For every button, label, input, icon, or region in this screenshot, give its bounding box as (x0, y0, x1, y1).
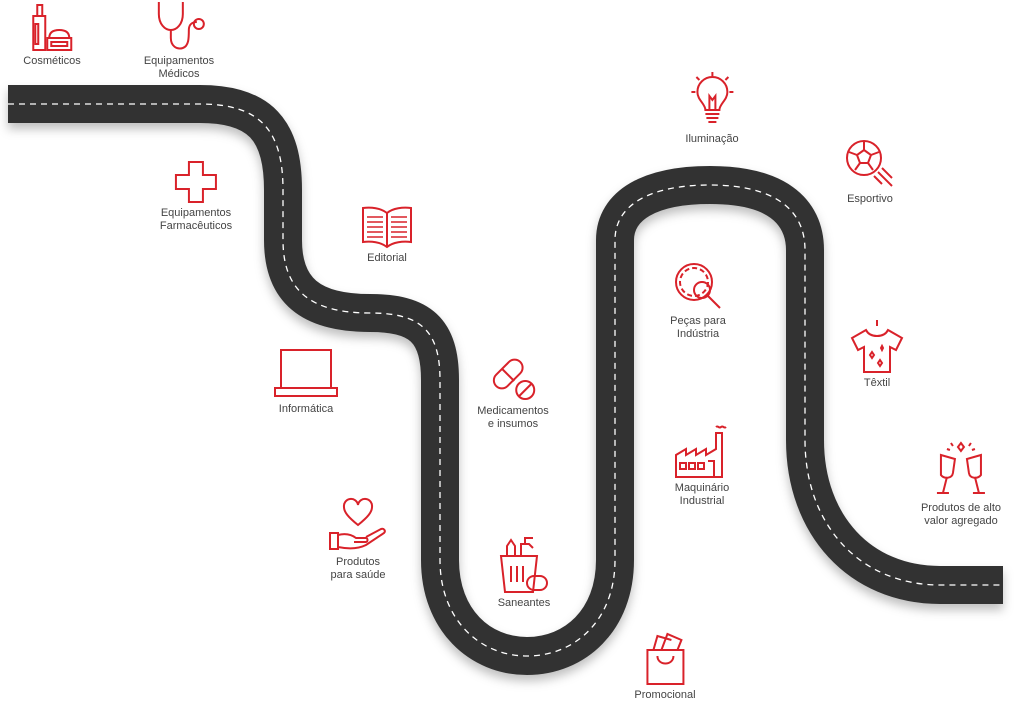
stop-esportivo: Esportivo (844, 138, 896, 206)
gear-search-icon (675, 263, 721, 309)
stop-promocional: Promocional (634, 630, 696, 702)
stop-informatica: Informática (273, 348, 339, 416)
factory-icon (675, 425, 727, 478)
stop-label: Cosméticos (23, 55, 81, 67)
stop-iluminacao: Iluminação (685, 70, 739, 146)
stop-saneantes: Saneantes (497, 536, 551, 610)
heart-hand-icon (329, 497, 386, 550)
stop-cosmeticos: Cosméticos (23, 2, 81, 68)
cosmetics-icon (32, 4, 72, 51)
stop-label: Editorial (367, 252, 407, 264)
light-bulb-icon (690, 72, 733, 123)
shopping-bag-icon (645, 632, 684, 685)
stop-label: Informática (278, 403, 334, 415)
medical-cross-icon (174, 161, 217, 203)
champagne-toast-icon (937, 441, 985, 494)
stethoscope-icon (157, 2, 205, 50)
stop-textil: Têxtil (848, 318, 906, 390)
road-center-line (8, 103, 1003, 657)
tshirt-icon (850, 320, 904, 373)
soccer-ball-icon (846, 140, 893, 187)
cleaning-products-icon (499, 537, 548, 593)
stop-label: Saneantes (497, 597, 551, 609)
stop-label: Promocional (634, 689, 696, 701)
stop-editorial: Editorial (359, 205, 415, 265)
stop-label: Têxtil (863, 377, 891, 389)
pills-icon (492, 358, 535, 400)
stop-label: Iluminação (685, 133, 739, 145)
laptop-icon (274, 349, 338, 397)
stop-label: Esportivo (847, 193, 893, 205)
open-book-icon (362, 206, 412, 249)
